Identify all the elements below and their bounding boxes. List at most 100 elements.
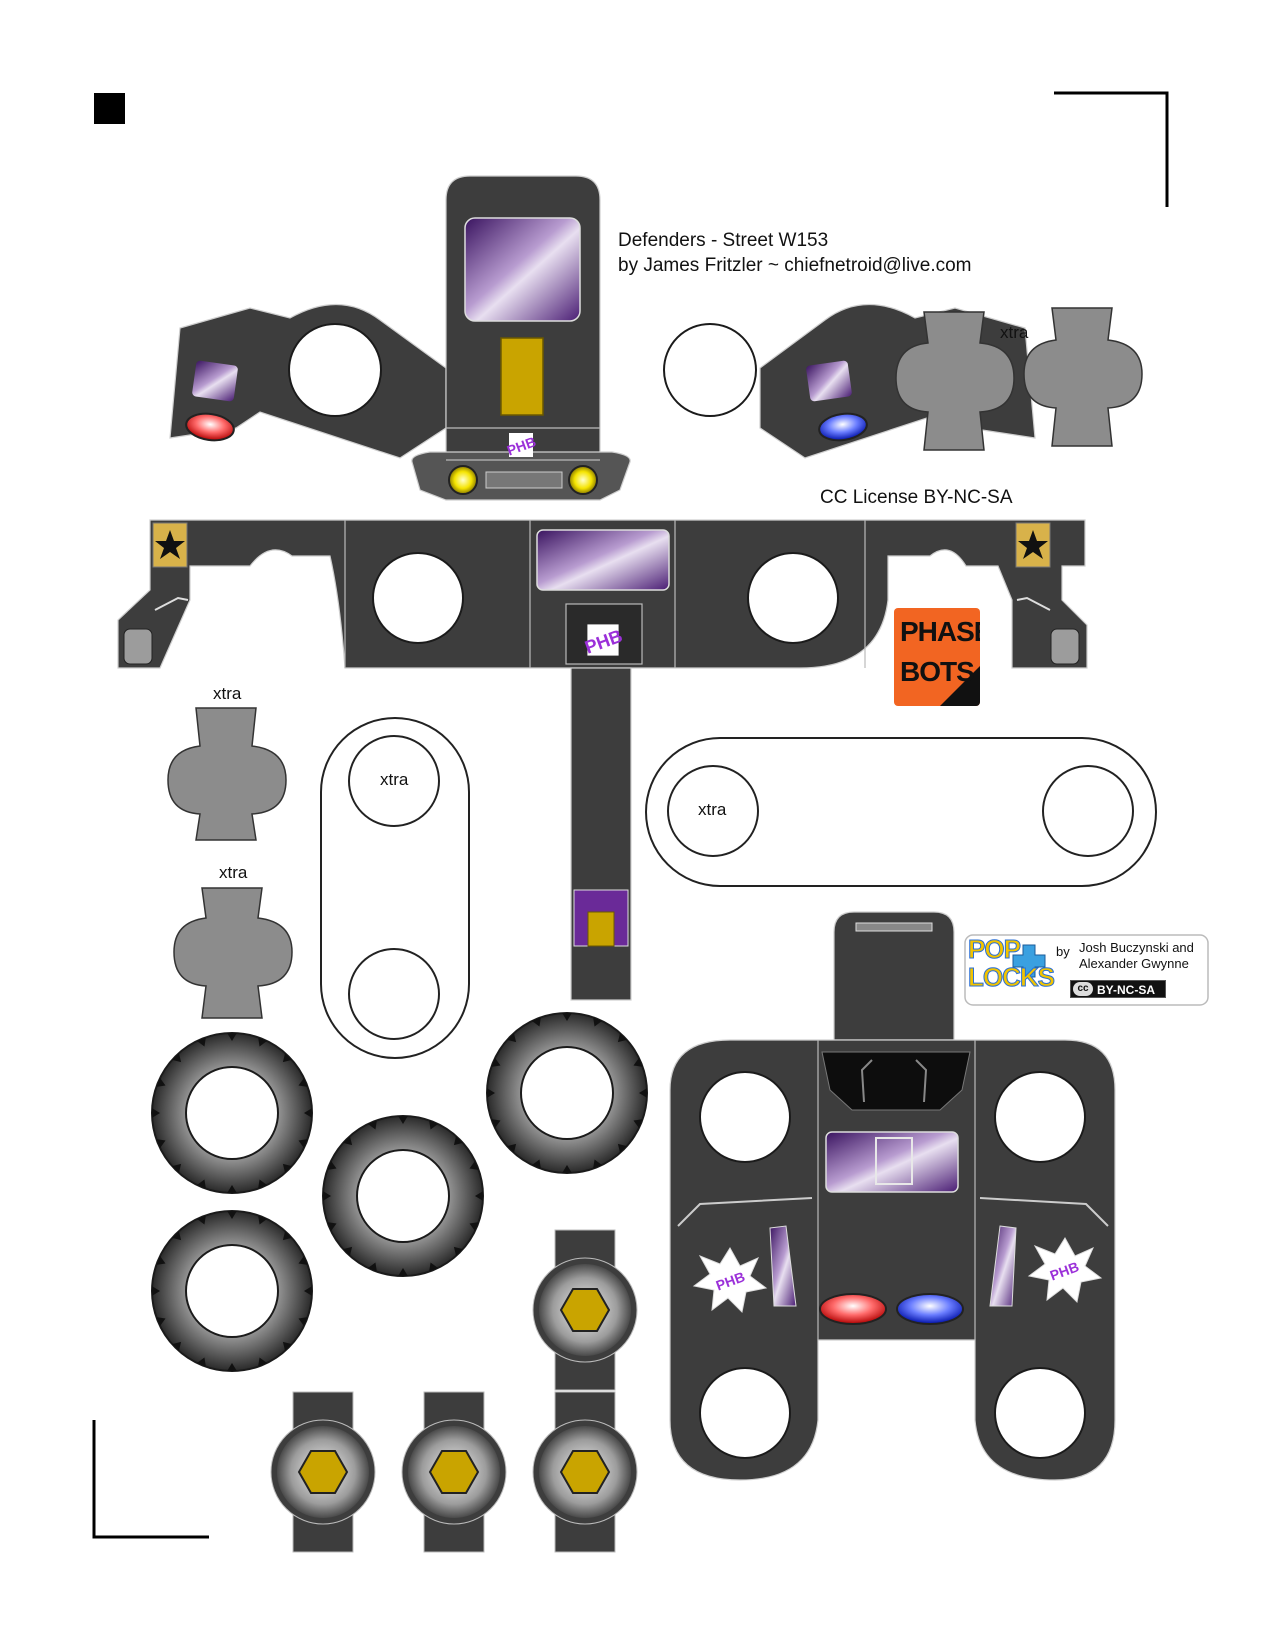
poplocks-plus-icon [1012,944,1046,978]
tire-tread-4 [172,1231,182,1241]
poplocks-word-locks: LOCKS [968,962,1056,993]
shoulder-hole-right [663,323,757,417]
tire-tread-1 [282,1053,292,1063]
license-text: CC License BY-NC-SA [820,487,1013,508]
xtra-label-2: xtra [213,684,242,703]
torso-window-right [989,1225,1017,1307]
cc-icon: cc [1073,982,1093,996]
grille [485,471,563,489]
tire-tread-1 [258,1179,267,1189]
tire-tread-3 [429,1120,438,1130]
torso-hole-bottom-left [699,1367,791,1459]
arm-trim-left [154,596,189,611]
poplocks-license-text: BY-NC-SA [1097,983,1156,997]
tire-tread-3 [429,1262,438,1272]
fist-right [1050,628,1080,665]
tire-tread-2 [491,1058,501,1067]
torso-emblem-left [713,1268,747,1294]
tire-tread-1 [298,1139,308,1148]
tire-tread-4 [197,1215,206,1225]
tire-tread-4 [282,1341,292,1351]
tire-tread-2 [507,1143,517,1153]
crop-mark-bottom-left [92,1420,209,1539]
tire-tread-4 [227,1363,237,1371]
crop-mark-top-right [1054,91,1169,207]
arm-bar-part [117,519,1088,669]
tire-tread-1 [282,1163,292,1173]
siren-red [819,1293,887,1325]
tire-tread-2 [593,1017,602,1027]
tire-tread-1 [227,1033,237,1041]
head-gold-panel [500,337,544,416]
tire-tread-1 [197,1037,206,1047]
tire-tread-1 [152,1108,160,1118]
tire-tread-2 [562,1165,572,1173]
tire-tread-1 [258,1037,267,1047]
registration-square [94,93,125,124]
torso-trim-right [979,1197,1109,1227]
tire-tread-2 [491,1119,501,1128]
tire-tread-4 [197,1357,206,1367]
tire-tread-1 [304,1108,312,1118]
tire-tread-3 [368,1120,377,1130]
grey-connector-xtra-2 [1023,307,1143,447]
tire-tread-1 [197,1179,206,1189]
tire-tread-2 [562,1013,572,1021]
head-emblem [504,433,538,459]
tire-tread-3 [398,1268,408,1276]
shoulder-hole-left [288,323,382,417]
tire-tread-2 [633,1119,643,1128]
xtra-label-5: xtra [698,800,727,819]
hub-cap-4 [532,1391,638,1553]
tire-tread-3 [327,1222,337,1231]
torso-visor [825,1131,959,1193]
tire-tread-4 [172,1341,182,1351]
title-line-2: by James Fritzler ~ chiefnetroid@live.co… [618,255,972,276]
arm-trim-right [1016,596,1051,611]
siren-blue [896,1293,964,1325]
torso-black-chest [821,1051,971,1111]
vertical-strip-part [570,667,632,1001]
tire-tread-1 [298,1078,308,1087]
tire-tread-3 [469,1222,479,1231]
tire-tread-4 [258,1357,267,1367]
white-link-horizontal-hole-left [667,765,759,857]
tire-tread-4 [152,1286,160,1296]
siren-blue-small [818,412,868,442]
tire-tread-3 [343,1246,353,1256]
arm-hole-right [747,552,839,644]
tire-tread-3 [469,1161,479,1170]
grey-connector-xtra-4 [173,887,293,1019]
torso-hole-bottom-right [994,1367,1086,1459]
white-link-horizontal-hole-right [1042,765,1134,857]
torso-visor-frame [875,1137,913,1185]
white-link-vertical-hole-top [348,735,440,827]
grey-connector-xtra-3 [167,707,287,841]
tire-tread-2 [617,1033,627,1043]
hub-cap-1 [532,1229,638,1391]
tire-tread-4 [156,1317,166,1326]
torso-hole-top-left [699,1071,791,1163]
arm-hole-left [372,552,464,644]
sheet-title: Defenders - Street W153 by James Fritzle… [618,228,972,278]
tire-tread-3 [475,1191,483,1201]
poplocks-authors: Josh Buczynski and Alexander Gwynne [1079,940,1194,972]
title-line-1: Defenders - Street W153 [618,230,829,251]
tire-tread-1 [172,1163,182,1173]
headlight-left [448,465,478,495]
torso-chest-trim [860,1059,928,1103]
side-window-left [192,360,238,402]
phasebots-logo: PHASE BOTS [894,608,980,706]
torso-trim-left [677,1197,813,1227]
poplocks-by: by [1056,944,1070,959]
torso-window-left [769,1225,797,1307]
white-link-horizontal [645,737,1157,887]
white-link-vertical-hole-bottom [348,948,440,1040]
hub-cap-3 [401,1391,507,1553]
phasebots-word-2: BOTS [900,656,975,687]
xtra-label-4: xtra [380,770,409,789]
tire-tread-2 [617,1143,627,1153]
tire-tread-2 [487,1088,495,1098]
poplocks-word-pop: POP [968,934,1022,965]
tire-tread-3 [398,1116,408,1124]
